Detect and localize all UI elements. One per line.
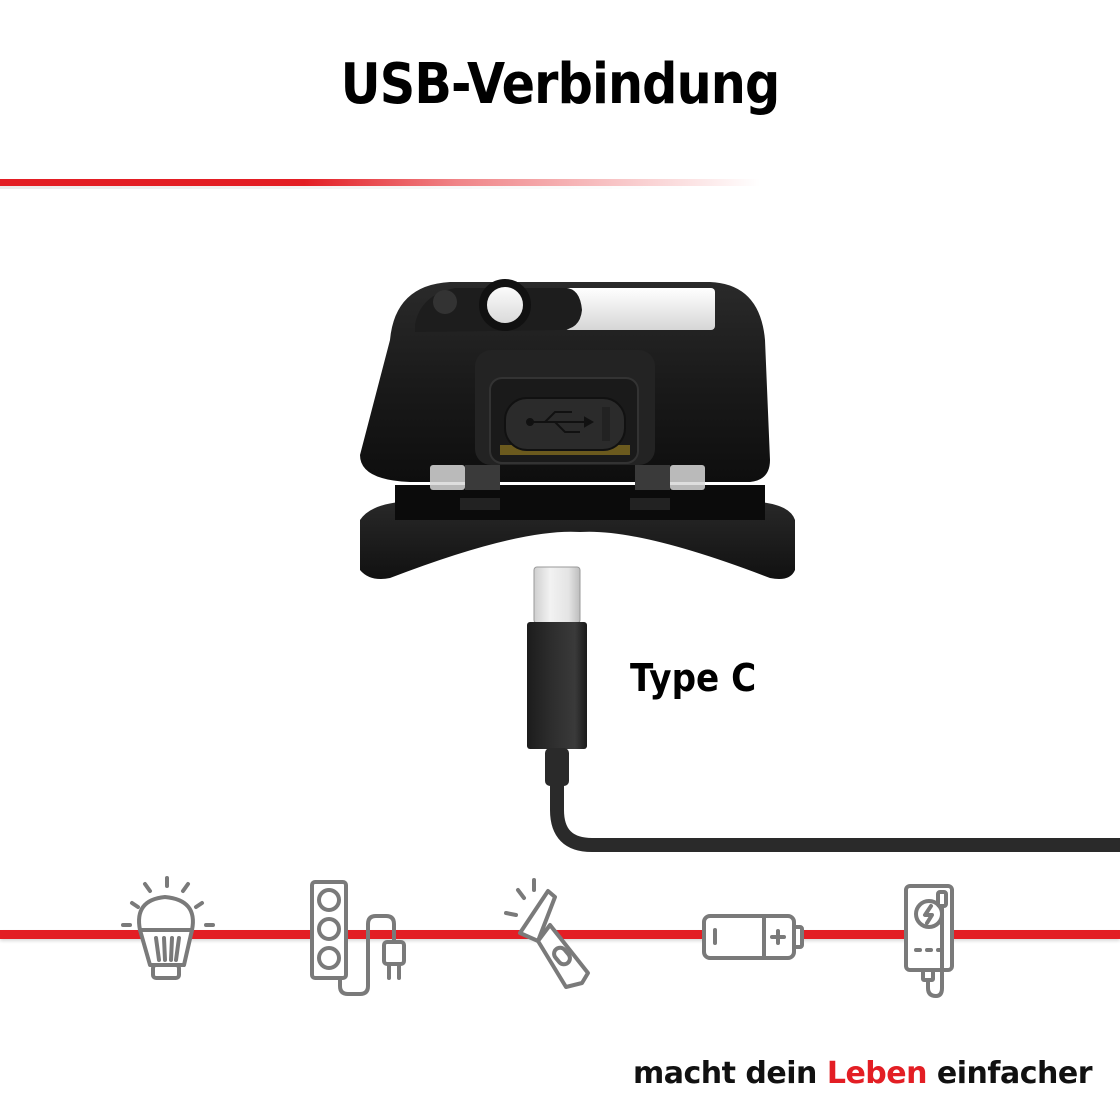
usb-port-cover: [504, 397, 626, 451]
usb-icon: [526, 411, 595, 433]
tagline-part2: einfacher: [926, 1056, 1093, 1091]
page-title: USB-Verbindung: [340, 52, 781, 117]
title-underline: [0, 179, 760, 186]
usb-c-housing: [527, 622, 587, 749]
connector-type-label: Type C: [630, 656, 757, 700]
tagline-part1: macht dein: [632, 1056, 827, 1091]
front-lens: [565, 288, 715, 330]
power-strip-icon: [310, 880, 406, 996]
title-underline-shadow: [0, 186, 700, 189]
tagline-highlight: Leben: [826, 1056, 928, 1091]
power-bank-icon: [904, 884, 954, 998]
battery-icon: [702, 914, 804, 960]
usb-c-strain-relief: [545, 748, 569, 786]
tagline: macht dein Leben einfacher: [632, 1056, 1093, 1091]
headlamp-device: [360, 279, 795, 579]
cable-wire: [550, 786, 1120, 852]
flashlight-icon: [504, 878, 590, 989]
light-bulb-icon: [121, 876, 215, 980]
small-lens: [479, 279, 531, 331]
